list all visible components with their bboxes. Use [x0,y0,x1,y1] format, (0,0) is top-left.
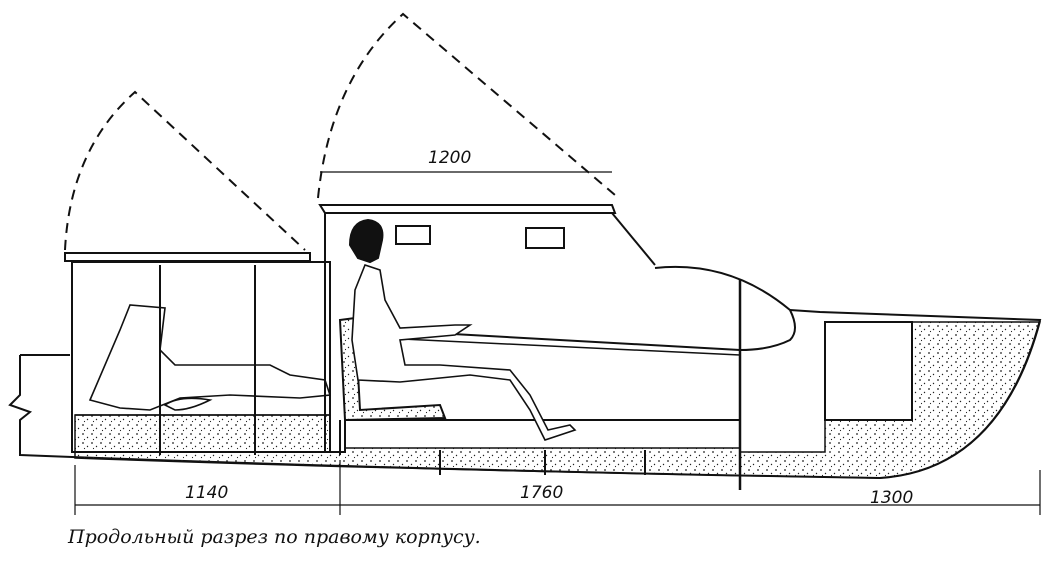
dimension-1140: 1140 [185,483,228,503]
steering-rod [379,337,741,356]
stern-hatch-open-dashed [64,90,306,251]
outboard-motor [88,304,332,411]
cabin [318,204,740,453]
stern-hatch [64,252,311,262]
dimension-1300: 1300 [870,488,913,508]
cabin-window [395,225,431,245]
cabin-window [525,227,565,249]
dimension-1200: 1200 [428,148,471,168]
person-head [348,218,384,264]
bow-compartment [824,321,913,421]
foam-bottom [74,321,1041,479]
canopy [379,265,796,352]
cabin-hatch-open-dashed [317,12,616,199]
dimension-1760: 1760 [520,483,563,503]
figure-caption: Продольный разрез по правому корпусу. [68,526,481,548]
person [351,264,577,441]
